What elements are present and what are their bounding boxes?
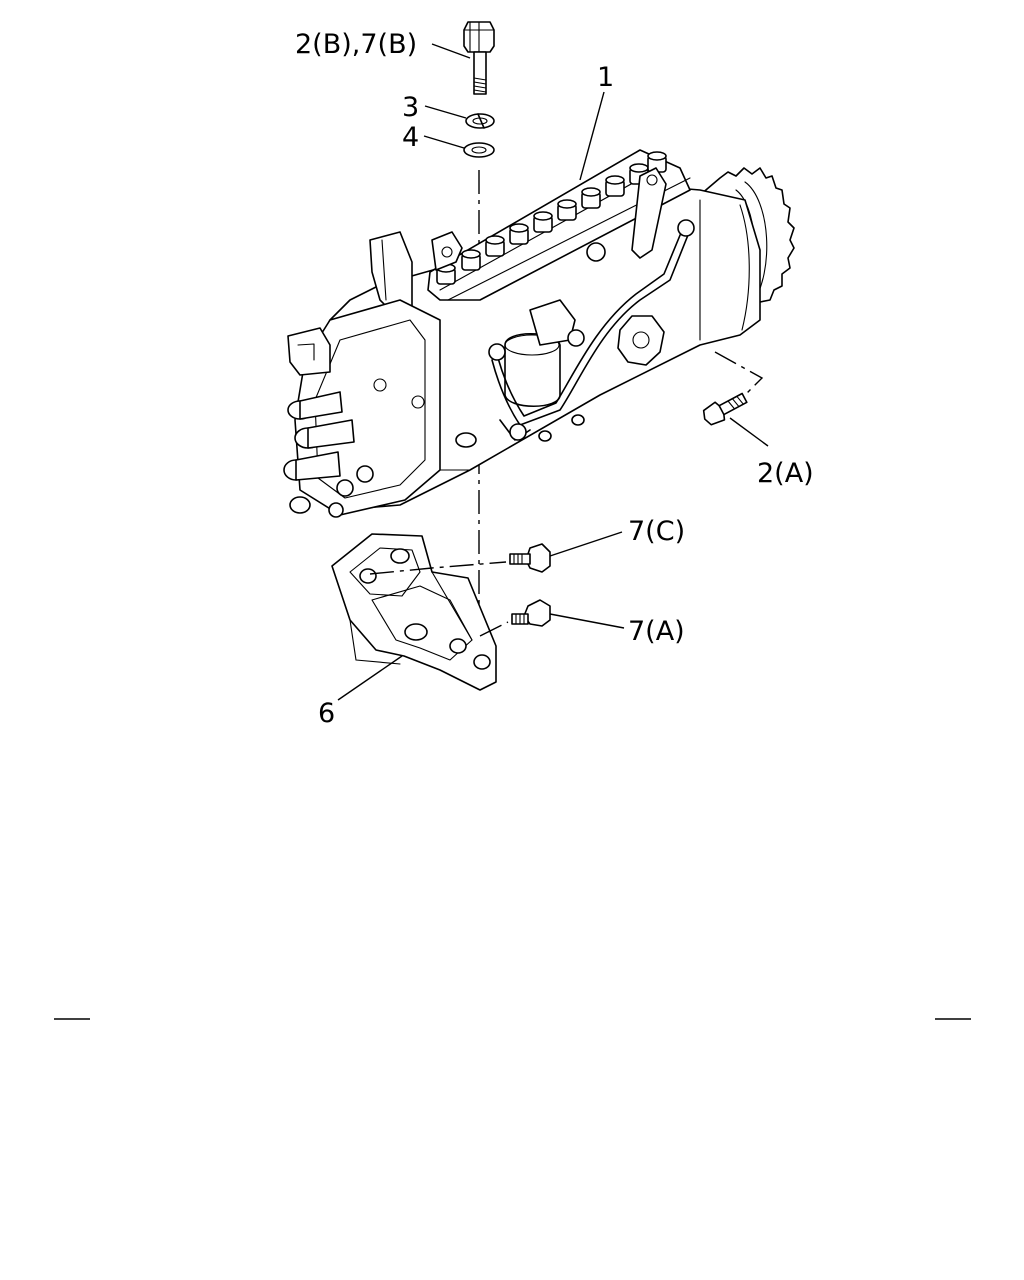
bolt-2a-alignment [714, 351, 764, 399]
callout-washer-3: 3 [402, 92, 419, 123]
callout-washer-4: 4 [402, 122, 419, 153]
delivery-valve-row [436, 151, 667, 285]
callout-bolt-7a: 7(A) [628, 616, 685, 647]
bolt-7a-alignment [479, 621, 509, 637]
bolt-7c-icon [509, 543, 551, 573]
upper-bolt-icon [463, 21, 495, 95]
bolt-7a-icon [511, 599, 551, 627]
flat-washer-icon [463, 142, 495, 158]
mounting-bracket-icon [331, 533, 497, 691]
callout-injection-pump: 1 [597, 62, 614, 93]
bolt-7c-alignment [369, 561, 507, 575]
bolt-2a-icon [702, 392, 748, 426]
callout-bracket: 6 [318, 698, 335, 729]
leader-lines [337, 43, 769, 701]
callout-bolt-upper: 2(B),7(B) [295, 29, 417, 60]
callout-bolt-7c: 7(C) [628, 516, 685, 547]
spring-washer-icon [465, 113, 495, 129]
callout-bolt-2a: 2(A) [757, 458, 814, 489]
injection-pump-icon [283, 149, 795, 518]
governor-pins [283, 391, 374, 518]
